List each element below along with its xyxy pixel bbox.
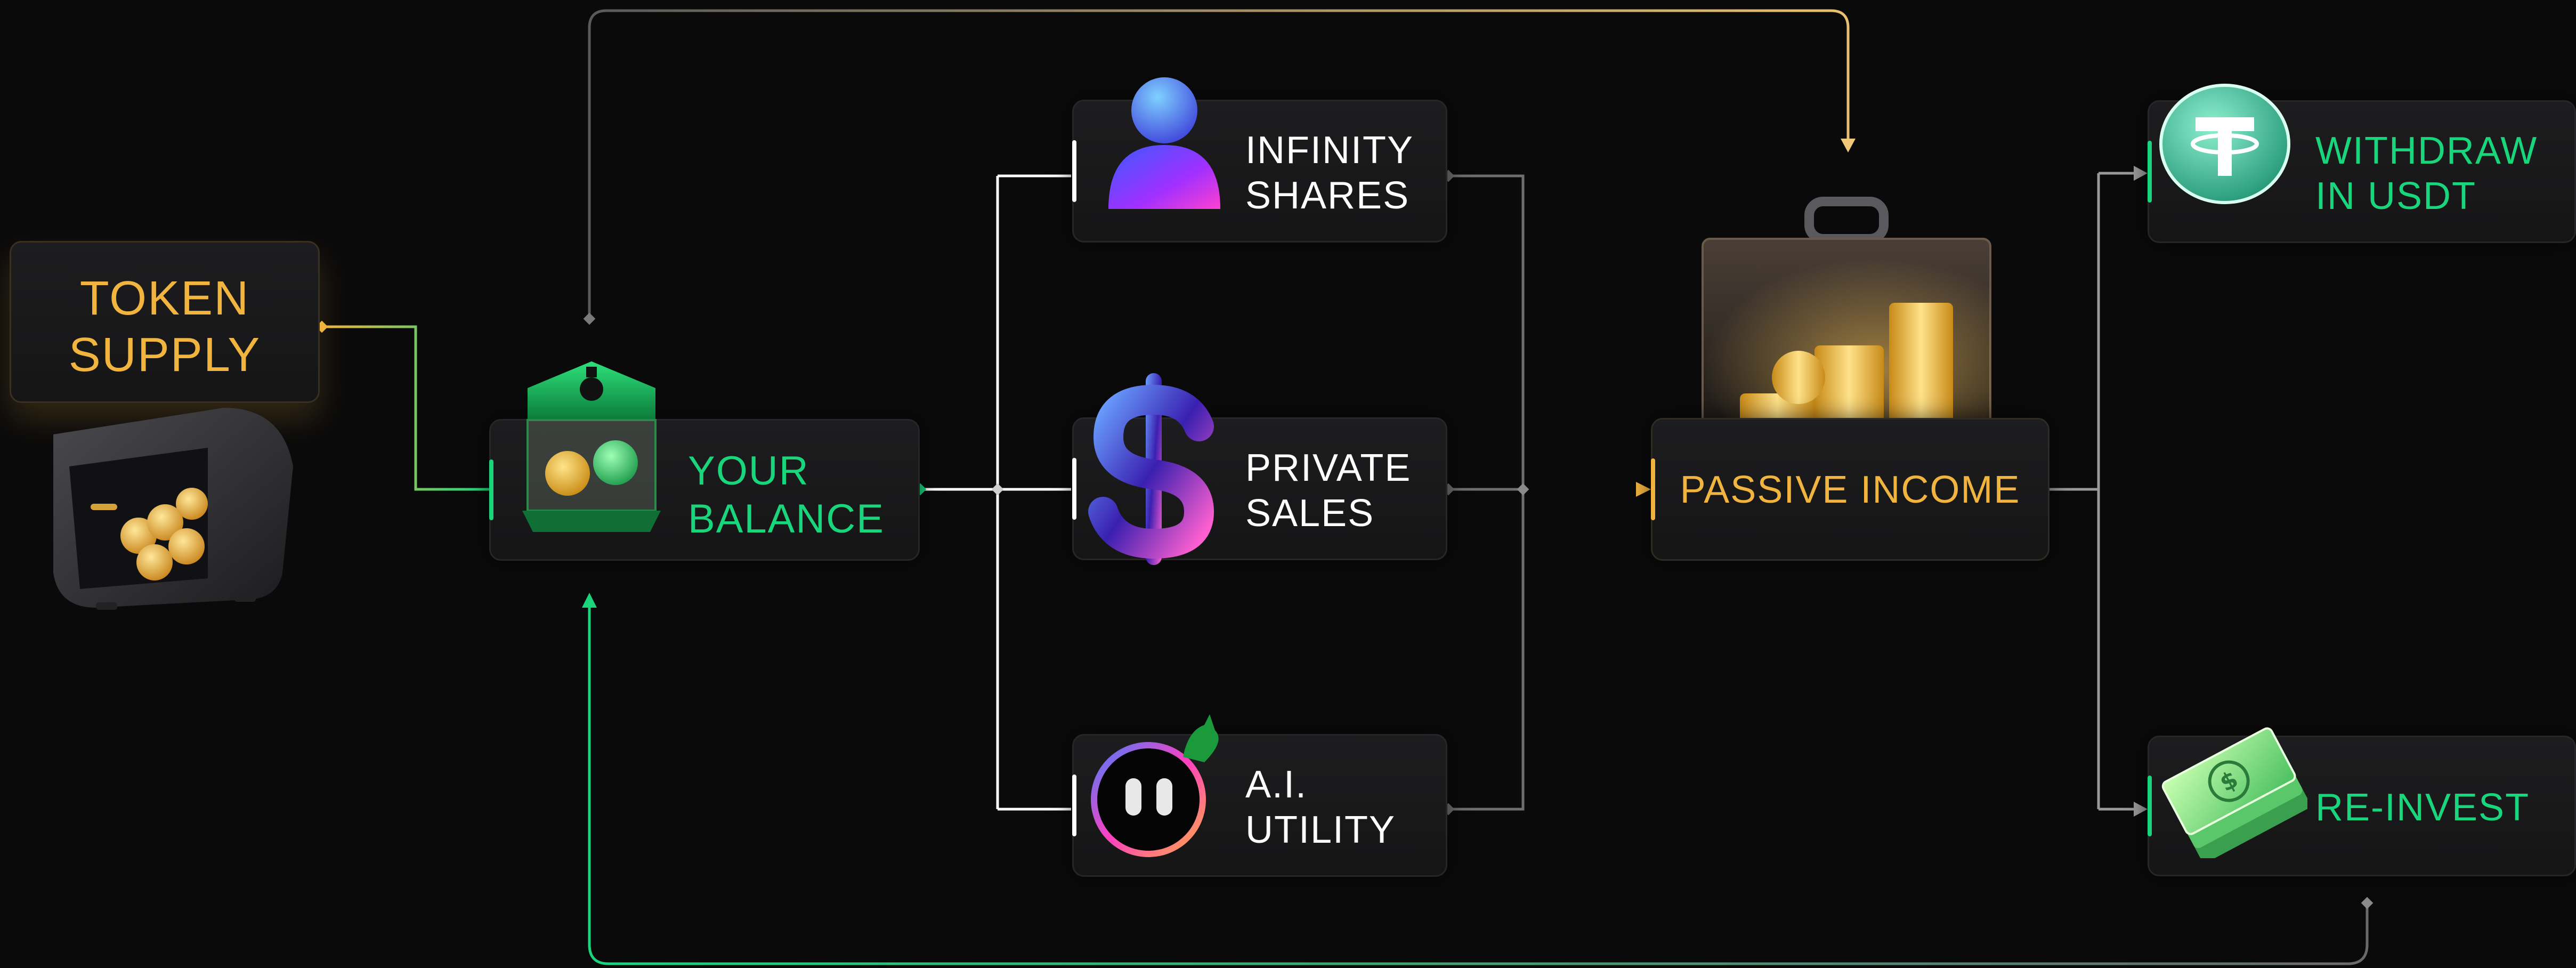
ai-utility-label: A.I. UTILITY bbox=[1245, 763, 1396, 851]
token-supply-label: TOKEN SUPPLY bbox=[68, 272, 261, 382]
safe-box-icon bbox=[522, 361, 661, 532]
wire-joint bbox=[1517, 483, 1529, 496]
arrowhead-income bbox=[1636, 482, 1651, 497]
wire-reinvest-to-balance-bottom bbox=[588, 602, 2369, 965]
wire-supply-to-balance bbox=[322, 325, 490, 491]
token-supply-node: TOKEN SUPPLY bbox=[10, 241, 320, 403]
briefcase-icon bbox=[1702, 197, 1991, 426]
infinity-shares-label: INFINITY SHARES bbox=[1245, 129, 1414, 217]
wire-income-to-outputs bbox=[2049, 172, 2137, 811]
private-sales-label: PRIVATE SALES bbox=[1245, 447, 1412, 535]
wire-joint bbox=[583, 312, 596, 325]
accent-bar bbox=[1072, 775, 1076, 836]
your-balance-label: YOUR BALANCE bbox=[688, 448, 885, 542]
arrowhead-income-top bbox=[1841, 139, 1856, 152]
passive-income-label: PASSIVE INCOME bbox=[1680, 469, 2021, 511]
cash-icon: $ bbox=[2161, 727, 2307, 858]
arrowhead-balance-bottom bbox=[582, 593, 597, 608]
dollar-icon bbox=[1088, 373, 1214, 565]
accent-bar bbox=[489, 459, 493, 521]
accent-bar bbox=[1651, 458, 1655, 520]
vault-icon bbox=[53, 408, 293, 610]
arrowhead-withdraw bbox=[2134, 166, 2148, 181]
reinvest-label: RE-INVEST bbox=[2315, 786, 2530, 829]
tether-coin-icon bbox=[2159, 84, 2290, 204]
accent-bar bbox=[2148, 141, 2152, 203]
accent-bar bbox=[1072, 140, 1076, 202]
accent-bar bbox=[2148, 776, 2152, 836]
wire-balance-to-income-top bbox=[588, 9, 1850, 319]
accent-bar bbox=[1072, 458, 1076, 520]
wire-products-to-income bbox=[1448, 174, 1525, 811]
arrowhead-reinvest bbox=[2134, 802, 2148, 817]
wire-joint bbox=[991, 483, 1004, 496]
withdraw-label: WITHDRAW IN USDT bbox=[2315, 130, 2538, 217]
passive-income-node: PASSIVE INCOME bbox=[1651, 418, 2050, 561]
wire-joint bbox=[2361, 897, 2374, 909]
robot-icon bbox=[1091, 714, 1219, 857]
person-icon bbox=[1108, 77, 1220, 209]
